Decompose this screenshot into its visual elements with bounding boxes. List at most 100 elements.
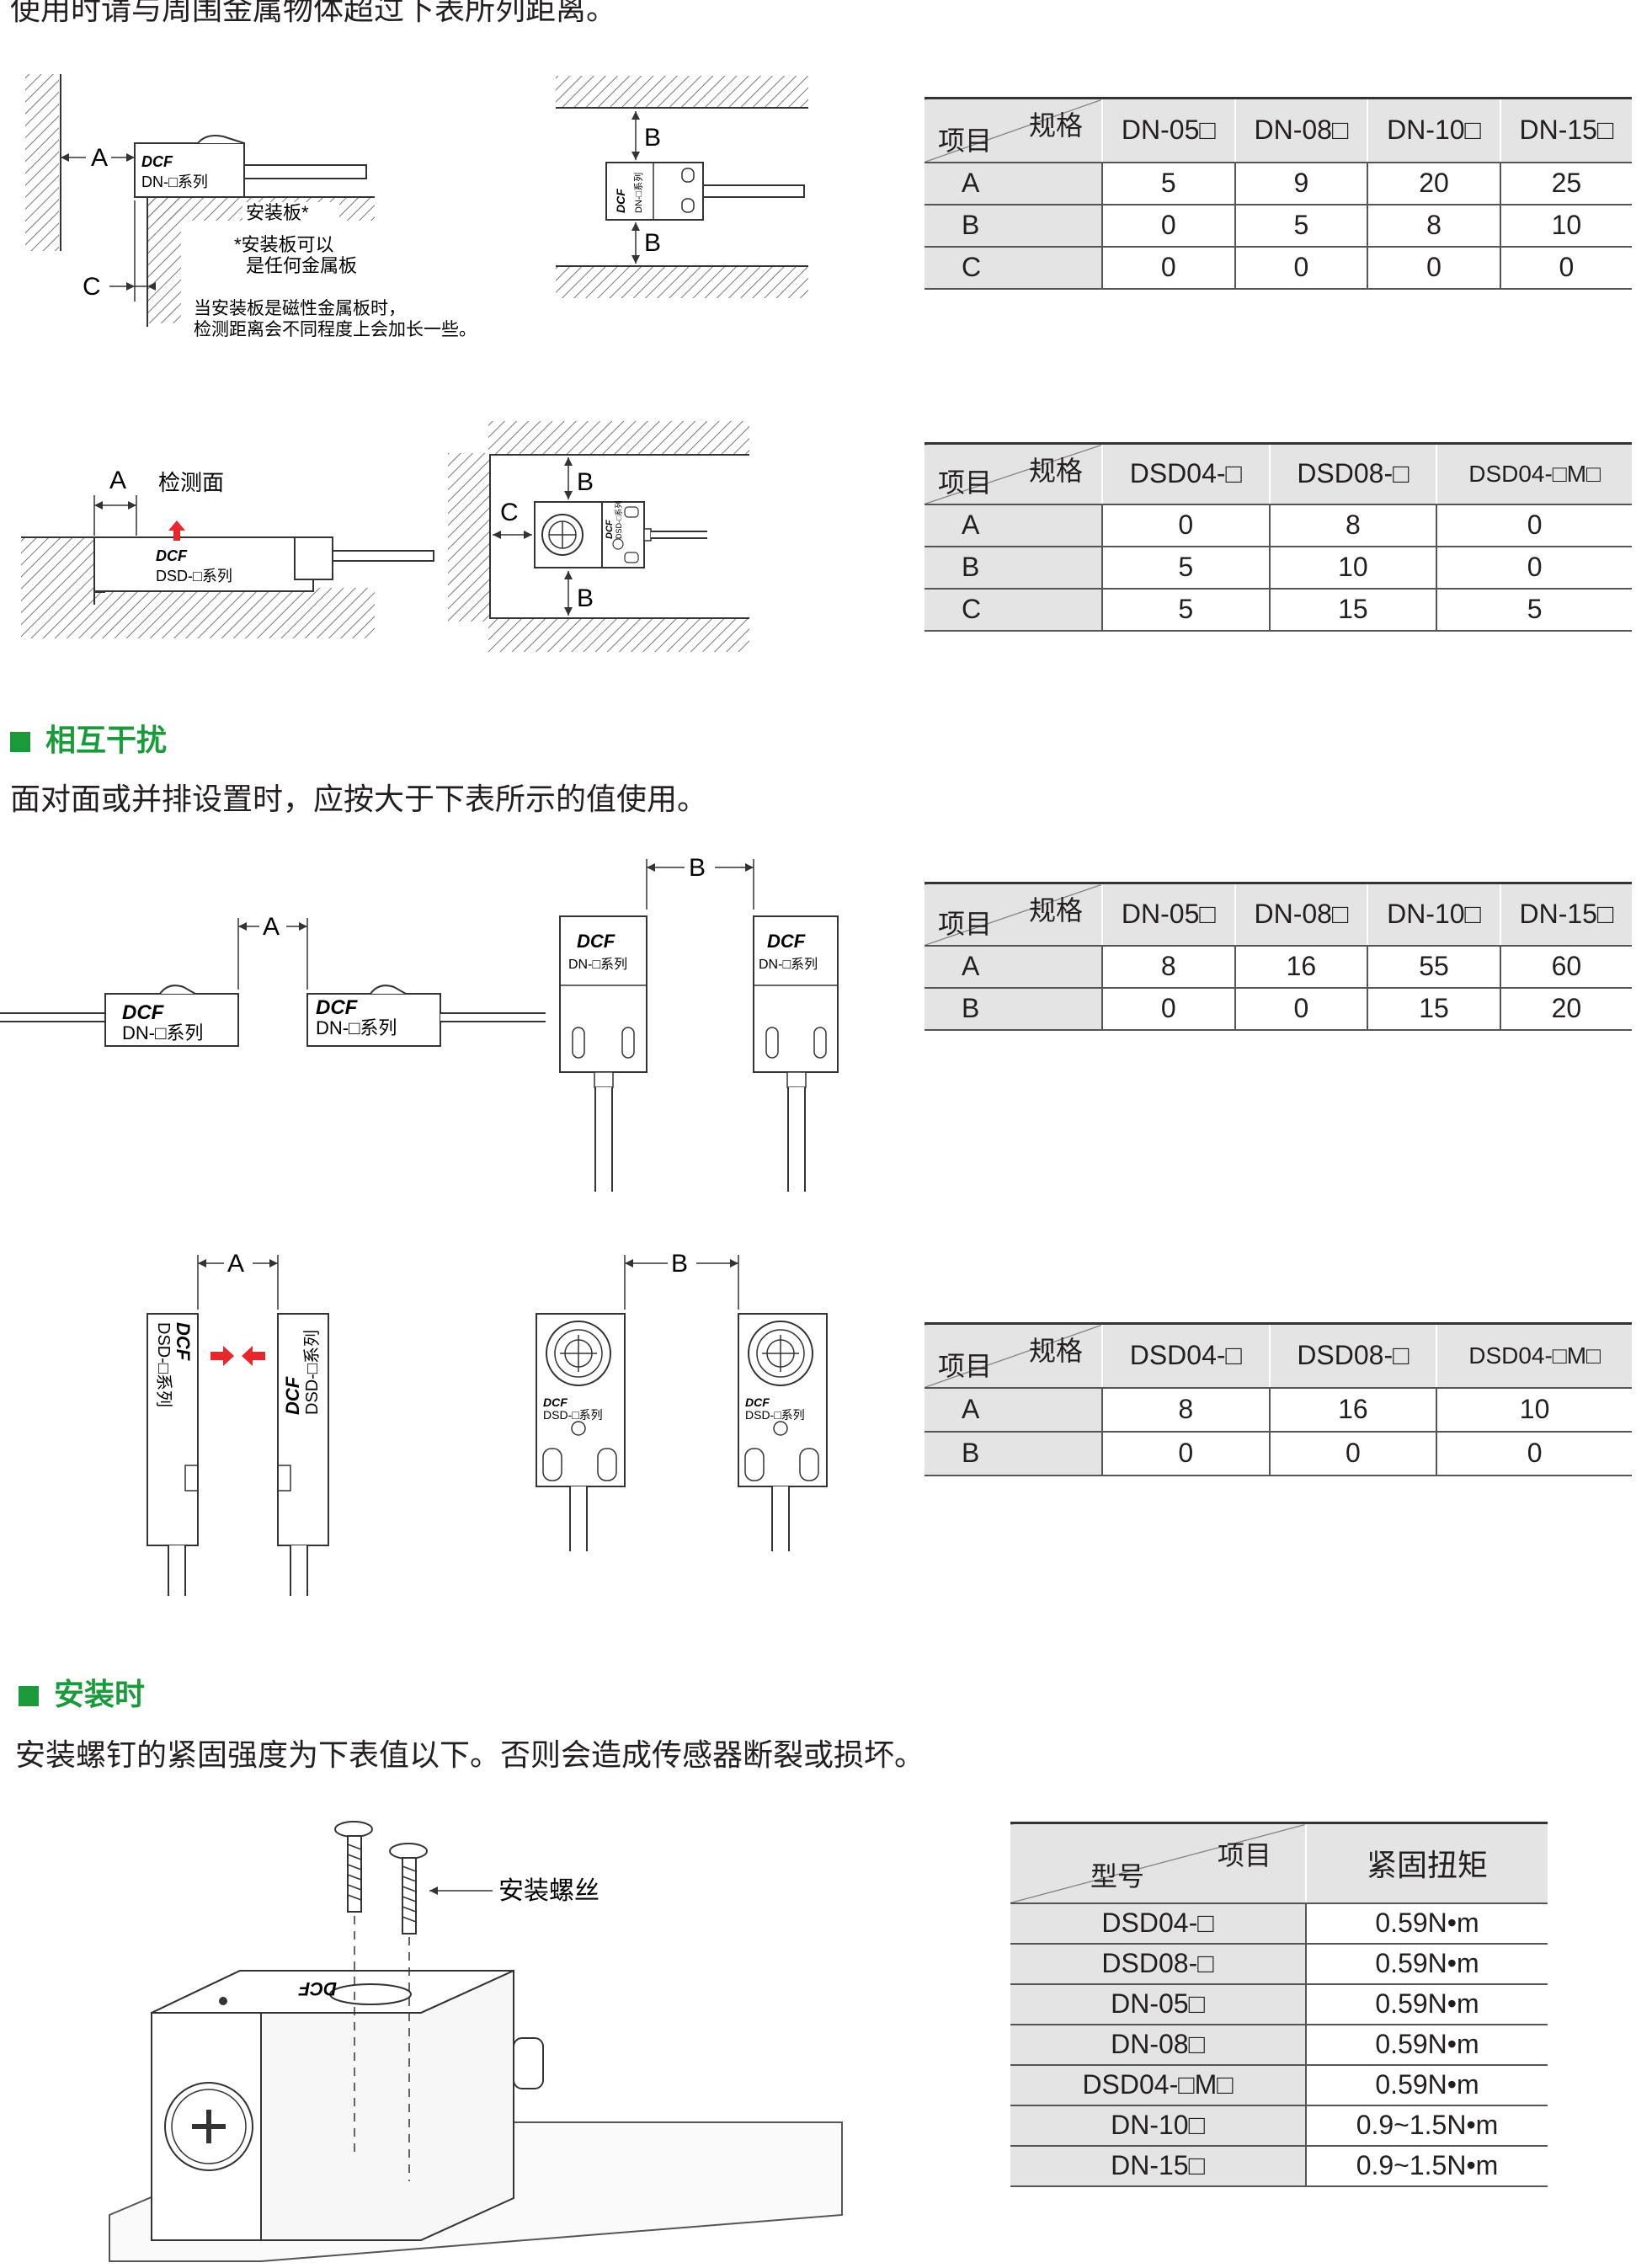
table1-col-1: DN-08□ (1234, 98, 1368, 163)
screw-left (334, 1821, 373, 2156)
table5-corner: 项目 型号 (1010, 1822, 1306, 1904)
fig1-plate-label: 安装板* (246, 202, 309, 223)
table4-col-0: DSD04-□ (1101, 1323, 1270, 1389)
table-row: B 0 0 15 20 (925, 987, 1632, 1031)
right-arrow-icon (210, 1346, 234, 1366)
table-dsd-interference: 规格 项目 DSD04-□ DSD08-□ DSD04-□M□ A 8 16 1… (925, 1322, 1632, 1476)
fig8-logo-2: DCF (745, 1395, 770, 1409)
square-bullet-icon (10, 732, 30, 752)
table-row: DSD04-□M□ 0.59N•m (1010, 2064, 1548, 2106)
table-row: DSD04-□ 0.59N•m (1010, 1902, 1548, 1945)
table3-col-1: DN-08□ (1234, 883, 1368, 947)
table5-col-torque: 紧固扭矩 (1305, 1822, 1548, 1904)
fig4-label-b1: B (577, 468, 594, 496)
table-row: A 0 8 0 (925, 504, 1632, 547)
table-row: DN-10□ 0.9~1.5N•m (1010, 2105, 1548, 2147)
figure-dn-interference-parallel: B DCF DN-□系列 DCF DN-□系列 (559, 853, 839, 1192)
figure-dsd-detect-face: DCF DSD-□系列 A 检测面 (21, 467, 434, 638)
fig8-model-2: DSD-□系列 (745, 1408, 805, 1422)
table1-col-2: DN-10□ (1367, 98, 1500, 163)
fig5-model-2: DN-□系列 (316, 1017, 397, 1038)
fig6-label-b: B (689, 854, 706, 882)
fig8-label-b: B (671, 1250, 688, 1278)
fig8-model-1: DSD-□系列 (543, 1408, 603, 1422)
table-dn-interference: 规格 项目 DN-05□ DN-08□ DN-10□ DN-15□ A 8 16… (925, 882, 1632, 1031)
fig2-logo: DCF (614, 189, 627, 213)
table-row: B 0 0 0 (925, 1431, 1632, 1476)
figure-dn-interference-facing: DCF DN-□系列 DCF DN-□系列 A (0, 913, 546, 1047)
table-row: DN-15□ 0.9~1.5N•m (1010, 2145, 1548, 2187)
table1-col-3: DN-15□ (1499, 98, 1632, 163)
fig1-model: DN-□系列 (141, 173, 208, 190)
table4-col-1: DSD08-□ (1268, 1323, 1437, 1389)
fig2-label-b2: B (644, 229, 661, 257)
figure-dsd-interference-facing: A DCF DSD-□系列 DCF DSD-□系列 (147, 1250, 329, 1596)
fig3-label-a: A (109, 467, 126, 494)
fig1-note3: 当安装板是磁性金属板时， (194, 299, 406, 318)
table3-col-0: DN-05□ (1101, 883, 1235, 947)
fig3-face-label: 检测面 (158, 470, 224, 495)
fig1-note1: *安装板可以 (234, 234, 334, 255)
fig7-logo-1: DCF (173, 1322, 194, 1361)
fig4-model: DSD-□系列 (614, 501, 623, 539)
section0-intro: 使用时请与周围金属物体超过下表所列距离。 (10, 0, 617, 27)
fig7-model-1: DSD-□系列 (154, 1322, 173, 1407)
table2-col-2: DSD04-□M□ (1436, 443, 1632, 505)
table-row: DN-08□ 0.59N•m (1010, 2024, 1548, 2066)
left-arrow-icon (242, 1346, 265, 1366)
table-row: DSD08-□ 0.59N•m (1010, 1943, 1548, 1985)
fig4-label-c: C (500, 499, 519, 526)
fig5-model-1: DN-□系列 (122, 1022, 203, 1043)
table-row: DN-05□ 0.59N•m (1010, 1983, 1548, 2025)
table-row: A 8 16 10 (925, 1387, 1632, 1433)
section2-heading: 安装时 (19, 1678, 145, 1712)
table-row: B 5 10 0 (925, 546, 1632, 590)
table1-col-0: DN-05□ (1101, 98, 1235, 163)
table-row: C 0 0 0 0 (925, 246, 1632, 290)
table-row: C 5 15 5 (925, 588, 1632, 632)
fig6-logo-2: DCF (767, 931, 806, 952)
table2-col-0: DSD04-□ (1101, 443, 1270, 505)
table-dn-clearance: 规格 项目 DN-05□ DN-08□ DN-10□ DN-15□ A 5 9 … (925, 97, 1632, 290)
figure-mounting-screws: DCF 安装螺丝 (109, 1821, 843, 2262)
section1-intro: 面对面或并排设置时，应按大于下表所示的值使用。 (10, 782, 708, 817)
section2-intro: 安装螺钉的紧固强度为下表值以下。否则会造成传感器断裂或损坏。 (15, 1738, 925, 1773)
figure-dsd-clearance-channel: DCF DSD-□系列 B B C (448, 421, 749, 652)
table2-corner: 规格 项目 (925, 443, 1102, 505)
table4-corner: 规格 项目 (925, 1323, 1102, 1389)
fig6-model-1: DN-□系列 (568, 957, 627, 972)
table-row: A 5 9 20 25 (925, 162, 1632, 205)
fig9-screw-label: 安装螺丝 (498, 1877, 600, 1905)
table-tightening-torque: 项目 型号 紧固扭矩 DSD04-□ 0.59N•m DSD08-□ 0.59N… (1010, 1822, 1548, 2187)
fig4-label-b2: B (577, 584, 594, 612)
table-row: A 8 16 55 60 (925, 945, 1632, 989)
fig2-model: DN-□系列 (632, 173, 644, 213)
fig7-logo-2: DCF (282, 1376, 303, 1415)
fig1-note4: 检测距离会不同程度上会加长一些。 (194, 320, 477, 339)
fig4-logo: DCF (605, 520, 615, 539)
section1-heading: 相互干扰 (10, 724, 167, 758)
table3-corner: 规格 项目 (925, 883, 1102, 947)
table1-corner: 规格 项目 (925, 98, 1102, 163)
fig3-logo: DCF (156, 547, 188, 564)
fig1-note2: 是任何金属板 (246, 255, 357, 276)
square-bullet-icon (19, 1686, 39, 1706)
table2-col-1: DSD08-□ (1268, 443, 1437, 505)
screw-right (389, 1843, 428, 2181)
fig7-model-2: DSD-□系列 (302, 1330, 322, 1415)
up-arrow-icon (168, 520, 185, 541)
fig5-label-a: A (263, 913, 280, 941)
fig5-logo-2: DCF (316, 996, 359, 1019)
fig3-model: DSD-□系列 (156, 568, 232, 584)
figure-dn-clearance-side: DCF DN-□系列 A C 安装板* *安装板可以 是任何金属板 当安装板是磁… (25, 74, 477, 339)
figure-dsd-interference-parallel: B DCF DSD-□系列 DCF DSD-□系列 (536, 1250, 828, 1551)
fig2-label-b1: B (644, 124, 661, 152)
table3-col-3: DN-15□ (1499, 883, 1632, 947)
fig6-model-2: DN-□系列 (759, 957, 818, 972)
figure-dn-clearance-between: DCF DN-□系列 B B (556, 76, 808, 298)
fig7-label-a: A (227, 1250, 244, 1278)
fig8-logo-1: DCF (543, 1395, 568, 1409)
fig1-label-c: C (83, 273, 101, 301)
table3-col-2: DN-10□ (1367, 883, 1500, 947)
table-dsd-clearance: 规格 项目 DSD04-□ DSD08-□ DSD04-□M□ A 0 8 0 … (925, 442, 1632, 632)
